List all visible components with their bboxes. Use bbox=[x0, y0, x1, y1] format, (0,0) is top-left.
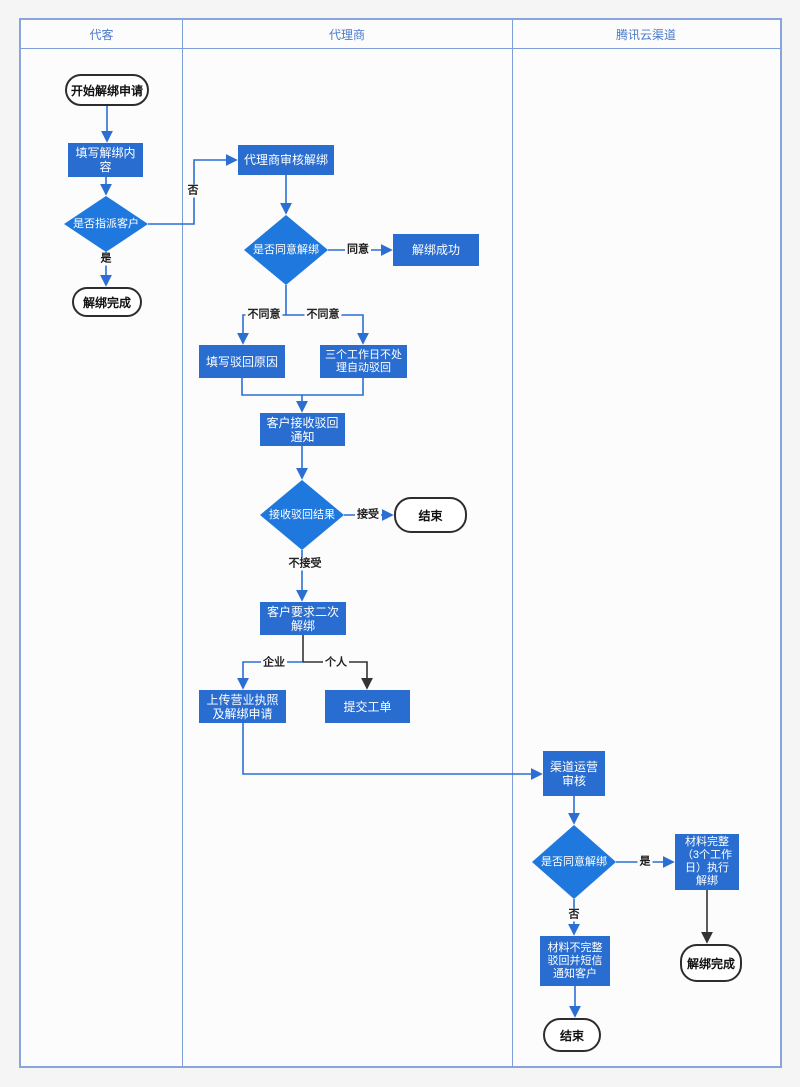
swimlane-diagram: 代客 代理商 腾讯云渠道 bbox=[19, 18, 782, 1068]
edge-label-enterprise: 企业 bbox=[261, 656, 287, 670]
node-customer-receive-notice: 客户接收驳回 通知 bbox=[260, 413, 345, 446]
node-second-unbind: 客户要求二次 解绑 bbox=[260, 602, 346, 635]
node-unbind-done-2: 解绑完成 bbox=[680, 944, 742, 982]
edge-label-agree: 同意 bbox=[345, 243, 371, 257]
node-end-1: 结束 bbox=[394, 497, 467, 533]
edge-label-no-2: 否 bbox=[566, 908, 582, 922]
node-agree-unbind-2: 是否同意解绑 bbox=[532, 825, 616, 899]
node-submit-ticket: 提交工单 bbox=[325, 690, 410, 723]
connector-join-reject bbox=[241, 378, 364, 396]
node-upload-license: 上传营业执照 及解绑申请 bbox=[199, 690, 286, 723]
edge-label-accept: 接受 bbox=[355, 508, 381, 522]
lane-header-tencent-channel: 腾讯云渠道 bbox=[615, 27, 676, 42]
node-agree-unbind-1: 是否同意解绑 bbox=[244, 215, 328, 285]
edge-label-personal: 个人 bbox=[323, 656, 349, 670]
node-start: 开始解绑申请 bbox=[65, 74, 149, 106]
node-fill-reject-reason: 填写驳回原因 bbox=[199, 345, 285, 378]
edge-label-yes-1: 是 bbox=[98, 252, 114, 266]
node-auto-reject: 三个工作日不处 理自动驳回 bbox=[320, 345, 407, 378]
lane-divider-1 bbox=[182, 20, 183, 1066]
node-material-incomplete: 材料不完整 驳回并短信 通知客户 bbox=[540, 936, 610, 986]
node-agent-review: 代理商审核解绑 bbox=[238, 145, 334, 175]
node-fill-content: 填写解绑内 容 bbox=[68, 143, 143, 177]
edge-label-not-accept: 不接受 bbox=[286, 557, 324, 571]
node-end-2: 结束 bbox=[543, 1018, 601, 1052]
node-material-complete: 材料完整 （3个工作 日）执行 解绑 bbox=[675, 834, 739, 890]
node-channel-review: 渠道运营 审核 bbox=[543, 751, 605, 796]
node-receive-result: 接收驳回结果 bbox=[260, 480, 344, 550]
lane-divider-2 bbox=[512, 20, 513, 1066]
node-unbind-success: 解绑成功 bbox=[393, 234, 479, 266]
node-unbind-done-1: 解绑完成 bbox=[72, 287, 142, 317]
connector-layer bbox=[100, 106, 713, 1018]
node-assign-customer: 是否指派客户 bbox=[64, 196, 148, 252]
lane-header-customer: 代客 bbox=[89, 27, 114, 42]
lane-header-divider bbox=[21, 48, 780, 49]
edge-label-disagree-right: 不同意 bbox=[304, 308, 342, 322]
connector-upload-to-channel bbox=[242, 723, 543, 780]
edge-label-disagree-left: 不同意 bbox=[245, 308, 283, 322]
lane-header-agent: 代理商 bbox=[328, 27, 365, 42]
edge-label-yes-2: 是 bbox=[637, 855, 653, 869]
edge-label-no-1: 否 bbox=[185, 184, 201, 198]
